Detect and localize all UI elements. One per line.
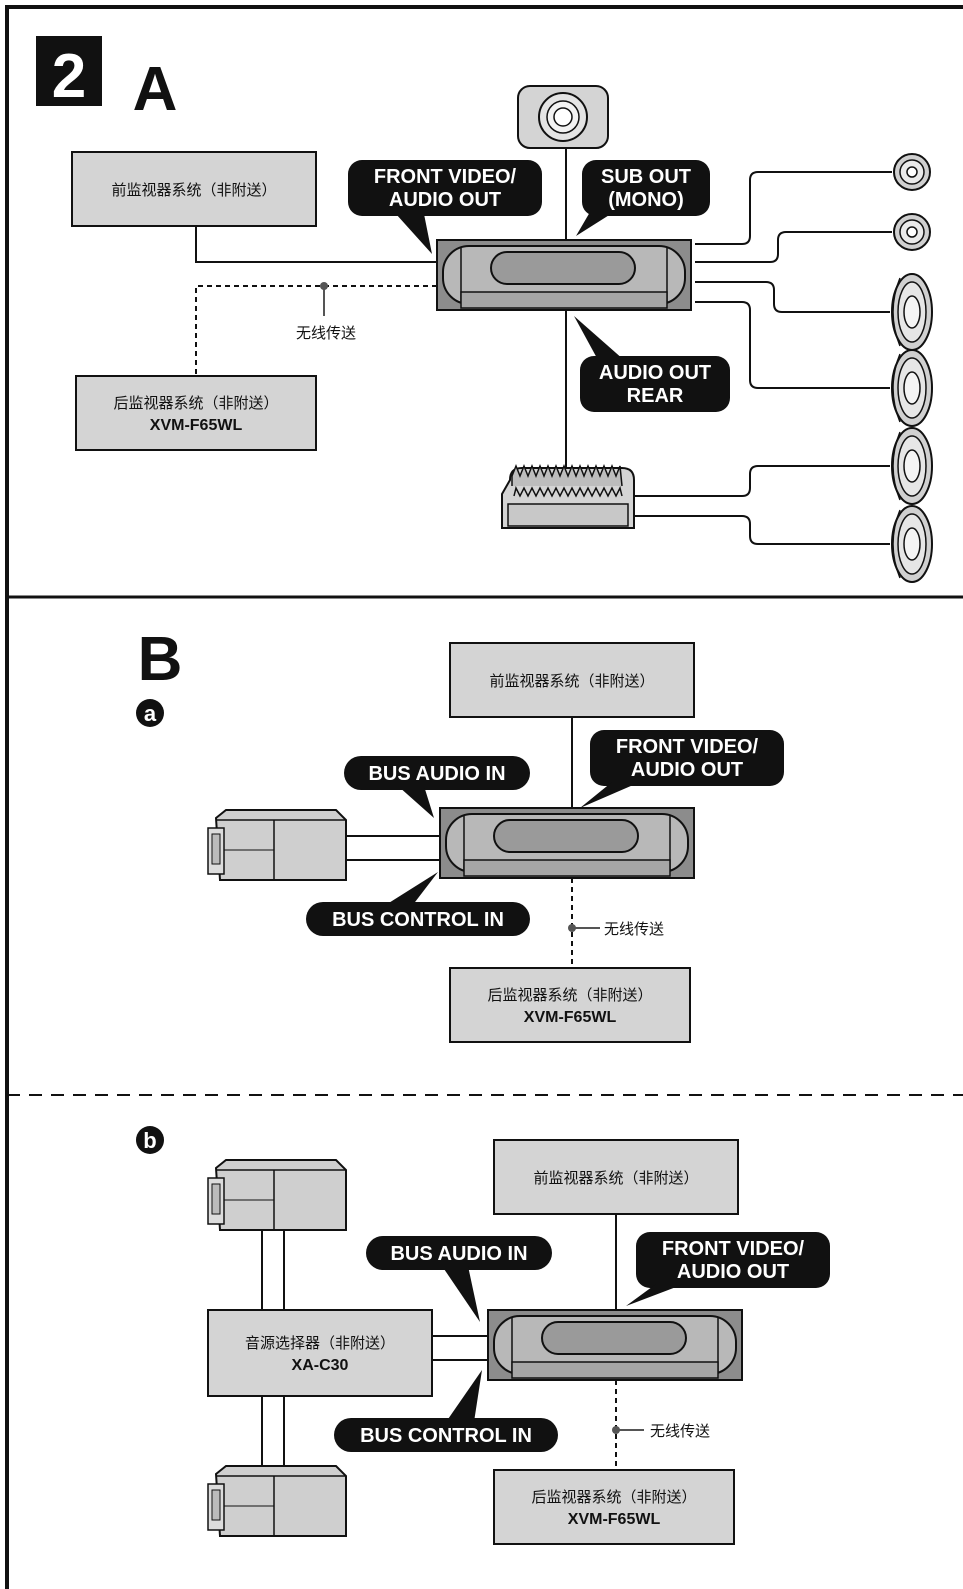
rear-monitor-label-ba-2: XVM-F65WL — [524, 1009, 617, 1026]
tag-bus-control-ba-text: BUS CONTROL IN — [332, 909, 504, 931]
tag-front-video-ba: FRONT VIDEO/ AUDIO OUT — [580, 730, 784, 808]
tag-sub-out-line2: (MONO) — [608, 189, 684, 211]
marker-b-badge — [136, 1126, 164, 1154]
source-selector-label-1: 音源选择器（非附送） — [245, 1334, 395, 1352]
rear-monitor-box-ba — [449, 967, 691, 1043]
figure-number: 2 — [52, 42, 86, 111]
speaker-icon — [891, 349, 933, 427]
cables-bb — [261, 1214, 617, 1466]
tag-front-video-bb-line2: AUDIO OUT — [677, 1261, 789, 1283]
front-monitor-label-ba: 前监视器系统（非附送） — [489, 672, 654, 690]
tag-rear-line2: REAR — [627, 385, 684, 407]
tweeter-icon — [893, 153, 931, 191]
tag-front-video-a: FRONT VIDEO/ AUDIO OUT — [348, 160, 542, 254]
tweeter-icon — [893, 213, 931, 251]
tag-front-video-bb-line1: FRONT VIDEO/ — [662, 1238, 805, 1260]
tag-front-video-bb: FRONT VIDEO/ AUDIO OUT — [626, 1232, 830, 1306]
cd-changer-icon — [207, 809, 347, 881]
head-unit-ba — [439, 807, 695, 879]
amplifier-icon — [501, 463, 635, 529]
rear-monitor-box — [75, 375, 317, 451]
front-monitor-label-bb: 前监视器系统（非附送） — [533, 1169, 698, 1187]
wireless-dot-ba — [568, 924, 576, 932]
speaker-icon — [891, 273, 933, 351]
wireless-dot-bb — [612, 1426, 620, 1434]
rear-monitor-label-ba-1: 后监视器系统（非附送） — [487, 986, 652, 1004]
tag-bus-audio-bb-text: BUS AUDIO IN — [390, 1243, 527, 1265]
wireless-link-a — [195, 285, 437, 376]
cables-ba — [346, 717, 573, 861]
source-selector-label-2: XA-C30 — [292, 1357, 349, 1374]
subwoofer-icon — [517, 85, 609, 149]
section-a-letter: A — [133, 55, 178, 124]
marker-a-badge — [136, 699, 164, 727]
front-monitor-box — [71, 151, 317, 227]
speaker-icon — [891, 427, 933, 505]
rear-monitor-label-bb-2: XVM-F65WL — [568, 1511, 661, 1528]
tag-sub-out-line1: SUB OUT — [601, 166, 691, 188]
front-monitor-label: 前监视器系统（非附送） — [111, 181, 276, 199]
rear-monitor-box-bb — [493, 1469, 735, 1545]
wireless-label-a: 无线传送 — [296, 324, 356, 342]
tag-bus-control-bb: BUS CONTROL IN — [334, 1370, 558, 1452]
tag-rear-line1: AUDIO OUT — [599, 362, 711, 384]
head-unit-bb — [487, 1309, 743, 1381]
wireless-dot-a — [320, 282, 328, 290]
tag-front-video-ba-line1: FRONT VIDEO/ — [616, 736, 759, 758]
rear-monitor-label-bb-1: 后监视器系统（非附送） — [531, 1488, 696, 1506]
marker-b: b — [143, 1128, 156, 1153]
rear-monitor-label-1: 后监视器系统（非附送） — [113, 394, 278, 412]
figure-number-box — [36, 36, 102, 106]
front-monitor-box-ba — [449, 642, 695, 718]
tag-bus-control-bb-text: BUS CONTROL IN — [360, 1425, 532, 1447]
marker-a: a — [144, 701, 157, 726]
tag-bus-audio-ba: BUS AUDIO IN — [344, 756, 530, 818]
tag-bus-audio-bb: BUS AUDIO IN — [366, 1236, 552, 1322]
cd-changer-icon — [207, 1465, 347, 1537]
tag-bus-control-ba: BUS CONTROL IN — [306, 872, 530, 936]
page-frame — [5, 5, 963, 1589]
head-unit-a — [436, 239, 692, 311]
tag-bus-audio-ba-text: BUS AUDIO IN — [368, 763, 505, 785]
wireless-label-ba: 无线传送 — [604, 920, 664, 938]
source-selector-box — [207, 1309, 433, 1397]
section-b-letter: B — [138, 625, 183, 694]
tag-front-video-ba-line2: AUDIO OUT — [631, 759, 743, 781]
cables-a — [195, 148, 892, 545]
tag-front-video-a-line2: AUDIO OUT — [389, 189, 501, 211]
tag-sub-out: SUB OUT (MONO) — [576, 160, 710, 236]
rear-monitor-label-2: XVM-F65WL — [150, 417, 243, 434]
tag-audio-out-rear: AUDIO OUT REAR — [574, 316, 730, 412]
speaker-icon — [891, 505, 933, 583]
tag-front-video-a-line1: FRONT VIDEO/ — [374, 166, 517, 188]
cd-changer-icon — [207, 1159, 347, 1231]
wireless-label-bb: 无线传送 — [650, 1422, 710, 1440]
